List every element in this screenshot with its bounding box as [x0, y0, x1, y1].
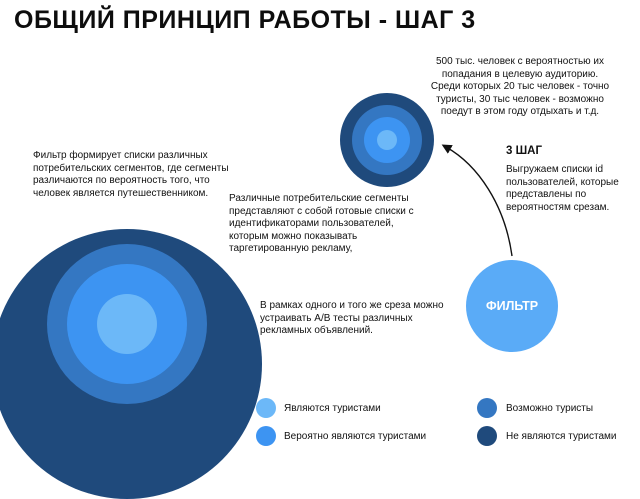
small-ring-core [377, 130, 397, 150]
big-ring-core [97, 294, 157, 354]
legend-label-not-tourists: Не являются туристами [506, 431, 617, 442]
curved-arrow-icon [441, 144, 513, 257]
arrow-path [441, 144, 513, 257]
legend-label-likely-tourists: Вероятно являются туристами [284, 431, 427, 442]
legend-dot-possible-tourists [477, 398, 497, 418]
step-title: 3 ШАГ [506, 145, 542, 157]
top-right-description: 500 тыс. человек с вероятностью их попад… [430, 56, 610, 117]
legend-dot-not-tourists [477, 426, 497, 446]
filter-description: Фильтр формирует списки различных потреб… [33, 150, 229, 199]
legend-dot-tourists [256, 398, 276, 418]
ab-test-description: В рамках одного и того же среза можно ус… [260, 300, 444, 336]
legend-label-possible-tourists: Возможно туристы [506, 403, 594, 414]
page-title: ОБЩИЙ ПРИНЦИП РАБОТЫ - ШАГ 3 [14, 6, 476, 34]
legend-dot-likely-tourists [256, 426, 276, 446]
step-description: Выгружаем списки id пользователей, котор… [506, 164, 619, 213]
segments-description: Различные потребительские сегменты предс… [229, 193, 414, 254]
filter-label: ФИЛЬТР [485, 299, 539, 313]
filter-circle: ФИЛЬТР [466, 260, 558, 352]
legend-label-tourists: Являются туристами [284, 403, 381, 414]
